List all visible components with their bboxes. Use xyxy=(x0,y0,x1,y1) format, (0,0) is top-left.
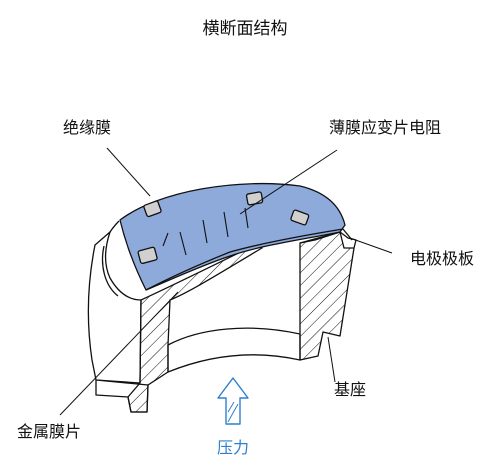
label-electrode-plate: 电极极板 xyxy=(410,249,474,268)
right-hatched-section xyxy=(299,231,355,361)
cavity-inner-surface xyxy=(167,327,301,373)
sensor-body xyxy=(87,182,357,413)
label-base: 基座 xyxy=(334,380,366,399)
label-insulating-film: 绝缘膜 xyxy=(63,118,111,137)
gauge-pad-4 xyxy=(137,246,158,265)
label-pressure: 压力 xyxy=(217,438,249,457)
gauge-pad-1 xyxy=(143,200,162,218)
diagram-title: 横断面结构 xyxy=(203,19,288,39)
left-hatched-section xyxy=(127,244,263,413)
gauge-pad-2 xyxy=(245,191,264,206)
leader-lines xyxy=(59,147,393,416)
gauge-pad-3 xyxy=(290,209,310,226)
pressure-arrow-icon xyxy=(217,377,249,425)
gauge-lines xyxy=(162,207,249,256)
ring-left-outer-wall xyxy=(87,231,142,384)
label-thin-film-strain-gauge: 薄膜应变片电阻 xyxy=(329,118,441,137)
label-metal-film: 金属膜片 xyxy=(17,422,81,441)
